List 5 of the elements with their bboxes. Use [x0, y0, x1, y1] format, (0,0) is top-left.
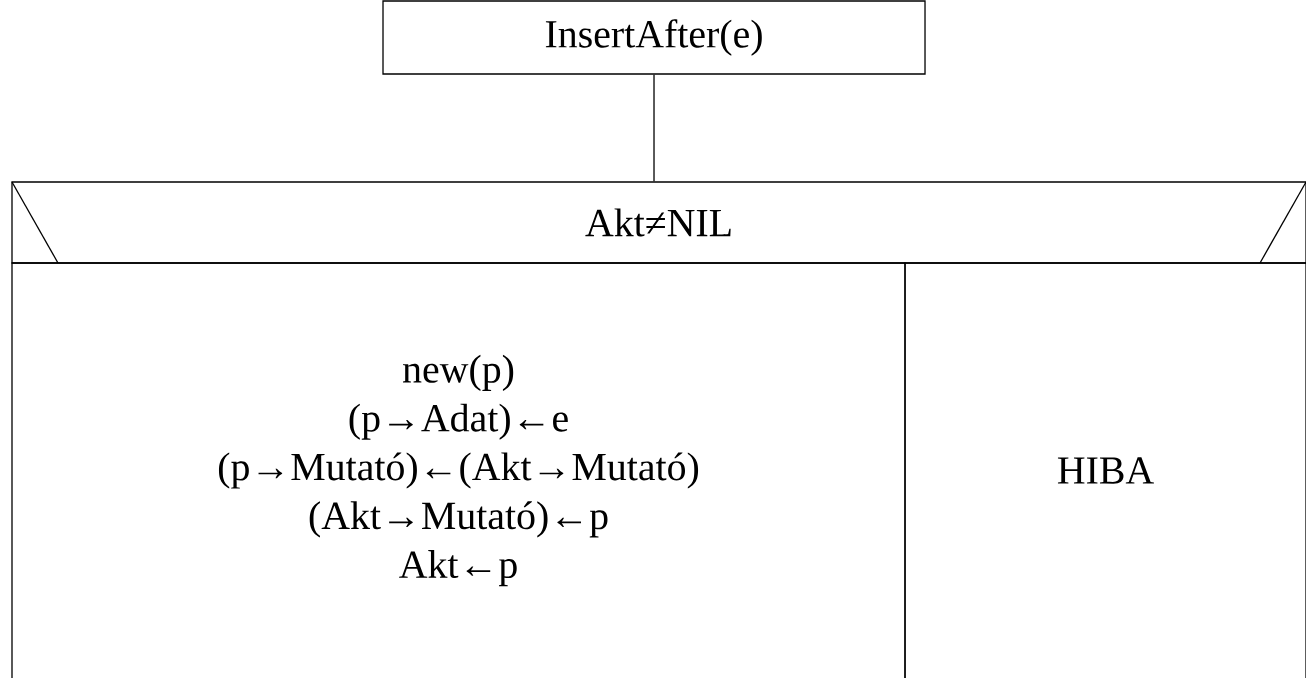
condition-band: Akt≠NIL [11, 181, 1306, 264]
branch-block: HIBA [904, 262, 1306, 678]
process-box: InsertAfter(e) [382, 0, 926, 75]
branch-block: new(p) (p→Adat)←e (p→Mutató)←(Akt→Mutató) (Akt→Mutató)←p Akt←p [11, 262, 906, 678]
connector-line [653, 74, 655, 182]
